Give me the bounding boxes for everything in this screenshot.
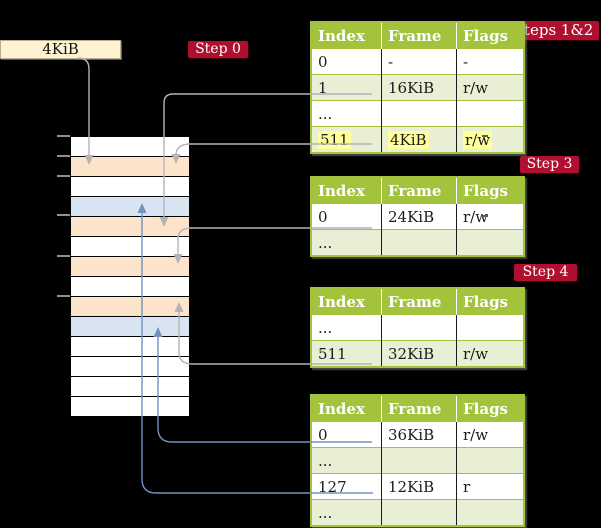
memory-frame-row [71,237,189,257]
memory-frame-row [71,177,189,197]
page-table-level-4: Index Frame Flags 0 36KiB r/w ... 127 12… [310,394,525,527]
table-row: 1 16KiB r/w [311,74,524,101]
address-tick [57,255,70,257]
flags-header: Flags [456,177,524,204]
frame-header: Frame [381,177,457,204]
physical-memory-column [70,136,190,417]
flags-header: Flags [456,288,524,315]
table-row: 0 36KiB r/w [311,422,524,448]
flags-header: Flags [456,22,524,49]
page-table-level-3: Index Frame Flags ... 511 32KiB r/w [310,287,525,368]
highlighted-value: r/w [463,130,493,149]
table-row: ... [311,100,524,127]
memory-frame-row [71,197,189,217]
address-tick [57,175,70,177]
table-row: ... [311,499,524,526]
address-tick [57,214,70,216]
table-header-row: Index Frame Flags [311,177,524,204]
table-header-row: Index Frame Flags [311,288,524,315]
memory-frame-row [71,137,189,157]
memory-frame-row [71,217,189,237]
address-tick [57,295,70,297]
table-row: 0 - - [311,49,524,75]
frame-header: Frame [381,288,457,315]
address-tick [57,135,70,137]
memory-frame-row [71,357,189,377]
memory-frame-row [71,317,189,337]
memory-frame-row [71,157,189,177]
memory-frame-row [71,297,189,317]
table-header-row: Index Frame Flags [311,395,524,422]
index-header: Index [311,395,382,422]
table-row-highlighted: 511 4KiB r/w [311,126,524,153]
highlighted-value: 4KiB [388,130,429,149]
memory-frame-row [71,257,189,277]
memory-frame-row [71,277,189,297]
address-tick [57,155,70,157]
flags-header: Flags [456,395,524,422]
frame-header: Frame [381,395,457,422]
table-row: ... [311,229,524,256]
table-row: 0 24KiB r/w [311,204,524,230]
memory-frame-row [71,337,189,357]
steps-1-2-badge: Steps 1&2 [508,21,599,40]
memory-frame-row [71,397,189,416]
page-table-level-1: Index Frame Flags 0 - - 1 16KiB r/w ... [310,21,525,154]
step-0-badge: Step 0 [188,41,248,58]
index-header: Index [311,177,382,204]
table-row: 511 32KiB r/w [311,340,524,367]
step-3-badge: Step 3 [520,156,579,173]
index-header: Index [311,288,382,315]
frame-header: Frame [381,22,457,49]
step-4-badge: Step 4 [514,264,577,281]
index-header: Index [311,22,382,49]
table-row: ... [311,447,524,474]
highlighted-value: 511 [318,130,351,149]
memory-frame-row [71,377,189,397]
table-row: 127 12KiB r [311,473,524,500]
page-table-level-2: Index Frame Flags 0 24KiB r/w ... [310,176,525,257]
table-header-row: Index Frame Flags [311,22,524,49]
frame-size-label: 4KiB [0,40,121,59]
table-row: ... [311,315,524,341]
